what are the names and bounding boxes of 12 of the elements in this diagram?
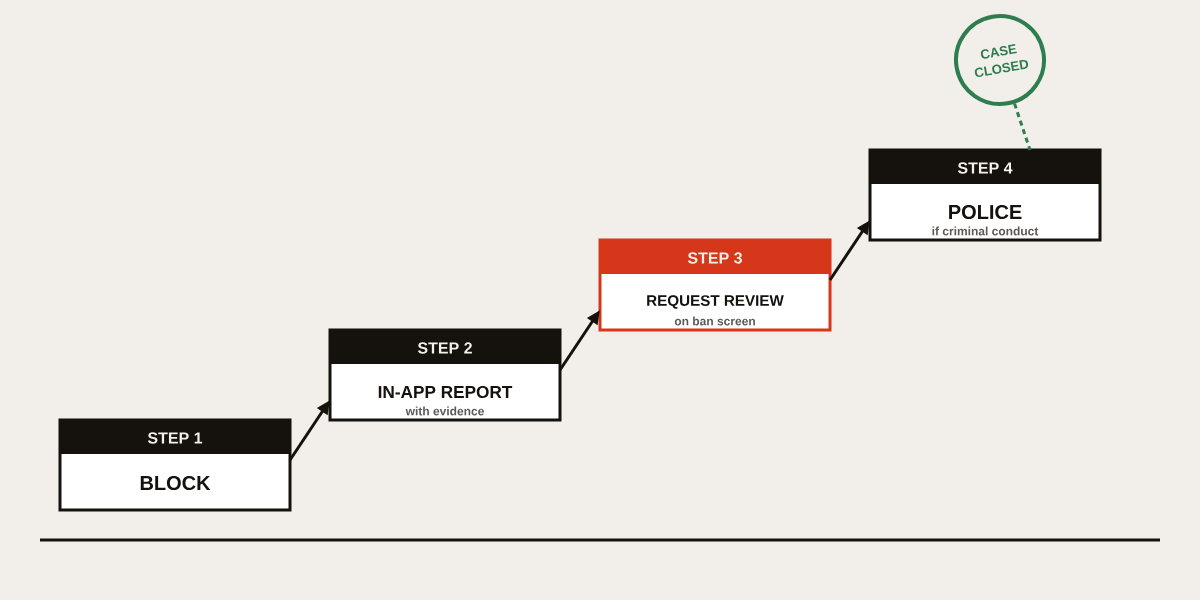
step-header: STEP 4 xyxy=(870,150,1100,184)
step-header: STEP 2 xyxy=(330,330,560,364)
dashed-connector xyxy=(1013,103,1032,151)
step-note: with evidence xyxy=(405,406,484,416)
step-note: if criminal conduct xyxy=(932,226,1039,236)
step-title: IN-APP REPORT xyxy=(378,385,513,399)
step-title: POLICE xyxy=(949,204,1022,220)
step-header: STEP 1 xyxy=(60,420,290,454)
step-note: on ban screen xyxy=(674,316,755,326)
step-title: BLOCK xyxy=(140,475,211,491)
step-header: STEP 3 xyxy=(600,240,830,274)
step-title: REQUEST REVIEW xyxy=(647,295,784,309)
